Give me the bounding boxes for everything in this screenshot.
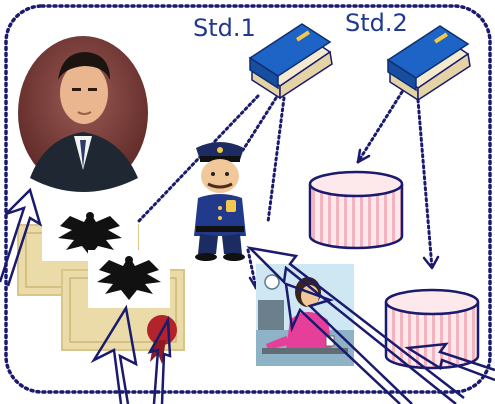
- dotted-arrow: [416, 98, 434, 270]
- database-icon: [308, 170, 404, 250]
- dotted-arrow: [241, 96, 278, 152]
- pointer-arrow: [284, 282, 413, 404]
- book-icon: [248, 23, 333, 100]
- standard-2-label: Std.2: [345, 9, 408, 37]
- pointer-arrow: [246, 246, 465, 404]
- garuda-emblem-icon: [88, 250, 170, 308]
- pointer-arrow: [147, 315, 172, 404]
- boundary-frame: [4, 4, 492, 394]
- dotted-arrow: [266, 96, 286, 224]
- database-icon: [384, 288, 480, 370]
- portrait-icon: [18, 36, 148, 192]
- dotted-arrow: [356, 90, 404, 164]
- book-icon: [386, 25, 471, 102]
- dotted-arrow: [136, 94, 260, 224]
- police-officer-icon: [194, 142, 246, 261]
- pointer-arrow: [0, 187, 43, 287]
- pointer-arrow: [404, 342, 495, 382]
- pointer-arrow: [90, 304, 138, 404]
- standard-1-label: Std.1: [193, 14, 256, 42]
- dotted-arrow: [246, 248, 258, 290]
